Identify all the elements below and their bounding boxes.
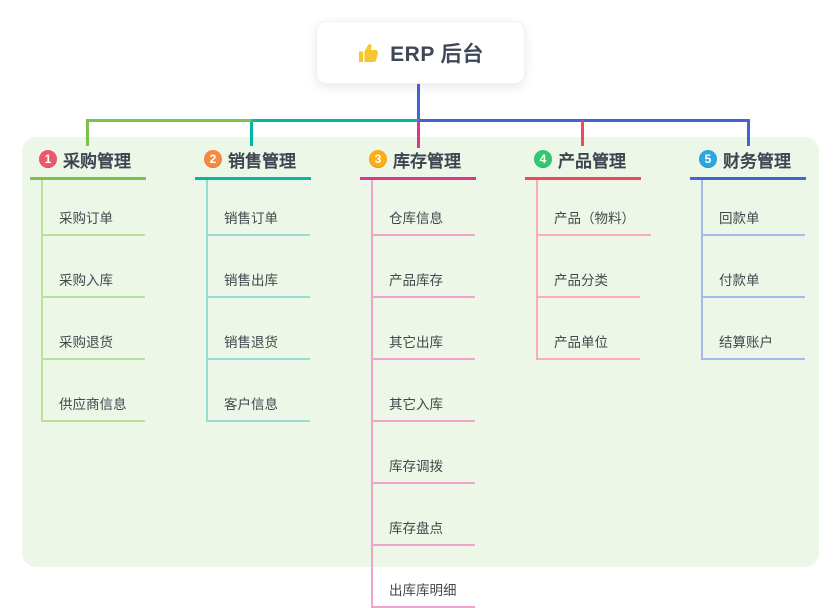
child-node[interactable]: 结算账户	[703, 298, 805, 360]
branch-title-node[interactable]: 1 采购管理	[30, 148, 146, 180]
root-label: ERP 后台	[390, 42, 484, 66]
child-node[interactable]: 产品库存	[373, 236, 475, 298]
child-node[interactable]: 库存盘点	[373, 484, 475, 546]
child-node-label: 回款单	[719, 211, 760, 226]
child-node[interactable]: 仓库信息	[373, 180, 475, 236]
child-node[interactable]: 销售出库	[208, 236, 310, 298]
branch-3: 3 库存管理仓库信息产品库存其它出库其它入库库存调拨库存盘点出库库明细	[360, 148, 476, 608]
child-node-label: 采购入库	[59, 273, 113, 288]
child-node[interactable]: 客户信息	[208, 360, 310, 422]
child-node-label: 销售订单	[224, 211, 278, 226]
branch-4: 4 产品管理产品（物料） 产品分类产品单位	[525, 148, 651, 360]
branch-children: 回款单付款单结算账户	[701, 180, 805, 360]
branch-children: 采购订单采购入库采购退货供应商信息	[41, 180, 145, 422]
child-node-label: 销售退货	[224, 335, 278, 350]
child-node-label: 付款单	[719, 273, 760, 288]
child-node-label: 采购订单	[59, 211, 113, 226]
branch-children: 销售订单销售出库销售退货客户信息	[206, 180, 310, 422]
child-node[interactable]: 供应商信息	[43, 360, 145, 422]
child-node[interactable]: 采购订单	[43, 180, 145, 236]
branch-children: 产品（物料） 产品分类产品单位	[536, 180, 651, 360]
child-node[interactable]: 采购退货	[43, 298, 145, 360]
child-node-label: 其它出库	[389, 335, 443, 350]
child-node[interactable]: 库存调拨	[373, 422, 475, 484]
branch-1: 1 采购管理采购订单采购入库采购退货供应商信息	[30, 148, 146, 422]
child-node[interactable]: 产品分类	[538, 236, 640, 298]
branch-title-node[interactable]: 2 销售管理	[195, 148, 311, 180]
branch-title-node[interactable]: 4 产品管理	[525, 148, 641, 180]
branch-number-badge: 5	[699, 150, 717, 168]
root-node[interactable]: ERP 后台	[316, 21, 525, 84]
branch-title-node[interactable]: 5 财务管理	[690, 148, 806, 180]
branch-5: 5 财务管理回款单付款单结算账户	[690, 148, 806, 360]
child-node[interactable]: 其它入库	[373, 360, 475, 422]
branch-title-node[interactable]: 3 库存管理	[360, 148, 476, 180]
child-node-label: 采购退货	[59, 335, 113, 350]
branch-number-badge: 3	[369, 150, 387, 168]
branch-number-badge: 4	[534, 150, 552, 168]
child-node-label: 产品（物料）	[554, 211, 635, 226]
branch-children: 仓库信息产品库存其它出库其它入库库存调拨库存盘点出库库明细	[371, 180, 475, 608]
child-node-label: 产品单位	[554, 335, 608, 350]
child-node-label: 仓库信息	[389, 211, 443, 226]
child-node[interactable]: 销售退货	[208, 298, 310, 360]
child-node[interactable]: 回款单	[703, 180, 805, 236]
child-node-label: 结算账户	[719, 335, 773, 350]
child-node-label: 出库库明细	[389, 583, 457, 598]
branch-title-label: 产品管理	[558, 151, 626, 171]
child-node[interactable]: 采购入库	[43, 236, 145, 298]
branch-title-label: 采购管理	[63, 151, 131, 171]
child-node-label: 其它入库	[389, 397, 443, 412]
child-node-label: 产品库存	[389, 273, 443, 288]
connector-lines	[86, 82, 750, 148]
mindmap-panel	[22, 137, 819, 567]
child-node[interactable]: 产品（物料）	[538, 180, 651, 236]
child-node-label: 销售出库	[224, 273, 278, 288]
child-node[interactable]: 产品单位	[538, 298, 640, 360]
child-node-label: 产品分类	[554, 273, 608, 288]
child-node[interactable]: 销售订单	[208, 180, 310, 236]
child-node-label: 供应商信息	[59, 397, 127, 412]
branch-2: 2 销售管理销售订单销售出库销售退货客户信息	[195, 148, 311, 422]
child-node[interactable]: 付款单	[703, 236, 805, 298]
branches: 1 采购管理采购订单采购入库采购退货供应商信息 2 销售管理销售订单销售出库销售退货客…	[30, 148, 806, 608]
branch-number-badge: 2	[204, 150, 222, 168]
thumbs-up-icon	[357, 41, 381, 65]
child-node-label: 库存调拨	[389, 459, 443, 474]
child-node-label: 客户信息	[224, 397, 278, 412]
branch-number-badge: 1	[39, 150, 57, 168]
child-node-label: 库存盘点	[389, 521, 443, 536]
connector-purchase	[86, 119, 252, 146]
branch-title-label: 财务管理	[723, 151, 791, 171]
child-node[interactable]: 出库库明细	[373, 546, 475, 608]
child-node[interactable]: 其它出库	[373, 298, 475, 360]
branch-title-label: 销售管理	[228, 151, 296, 171]
branch-title-label: 库存管理	[393, 151, 461, 171]
